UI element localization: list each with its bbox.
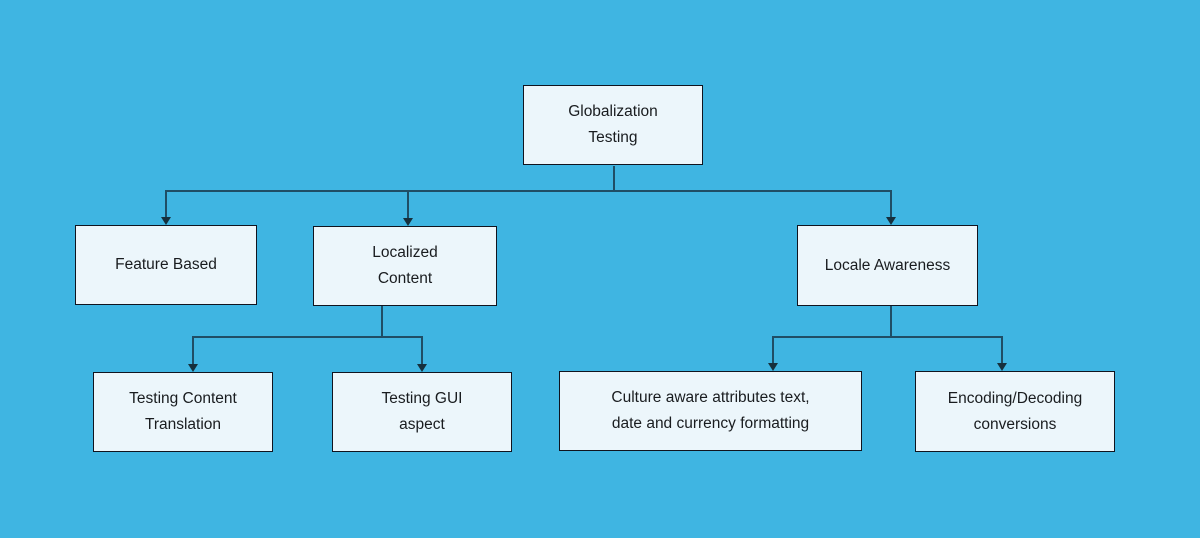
node-testing-content-translation-label: Testing Content Translation	[129, 390, 237, 433]
node-encoding-decoding: Encoding/Decoding conversions	[915, 371, 1115, 452]
node-locale-awareness-label: Locale Awareness	[824, 256, 951, 274]
node-globalization-testing: Globalization Testing	[523, 85, 703, 165]
node-globalization-testing-label: Globalization Testing	[568, 103, 658, 146]
arrowhead-localized-content	[403, 218, 413, 226]
node-localized-content: Localized Content	[313, 226, 497, 306]
arrowhead-testing-content-translation	[188, 364, 198, 372]
edge-locale-rail	[772, 336, 1003, 363]
node-encoding-decoding-label: Encoding/Decoding conversions	[947, 389, 1083, 433]
edge-root-rail	[165, 190, 892, 217]
edge-localized-rail	[192, 336, 423, 364]
node-feature-based: Feature Based	[75, 225, 257, 305]
arrowhead-feature-based	[161, 217, 171, 225]
node-localized-content-label: Localized Content	[372, 244, 438, 287]
node-testing-gui-aspect: Testing GUI aspect	[332, 372, 512, 452]
node-feature-based-label: Feature Based	[115, 256, 217, 273]
node-testing-gui-aspect-label: Testing GUI aspect	[381, 390, 463, 433]
arrowhead-locale-awareness	[886, 217, 896, 225]
arrowhead-encoding-decoding	[997, 363, 1007, 371]
node-culture-aware-label: Culture aware attributes text, date and …	[611, 389, 810, 432]
arrowhead-testing-gui-aspect	[417, 364, 427, 372]
node-culture-aware: Culture aware attributes text, date and …	[559, 371, 862, 451]
arrowhead-culture-aware	[768, 363, 778, 371]
node-testing-content-translation: Testing Content Translation	[93, 372, 273, 452]
node-locale-awareness: Locale Awareness	[797, 225, 978, 306]
